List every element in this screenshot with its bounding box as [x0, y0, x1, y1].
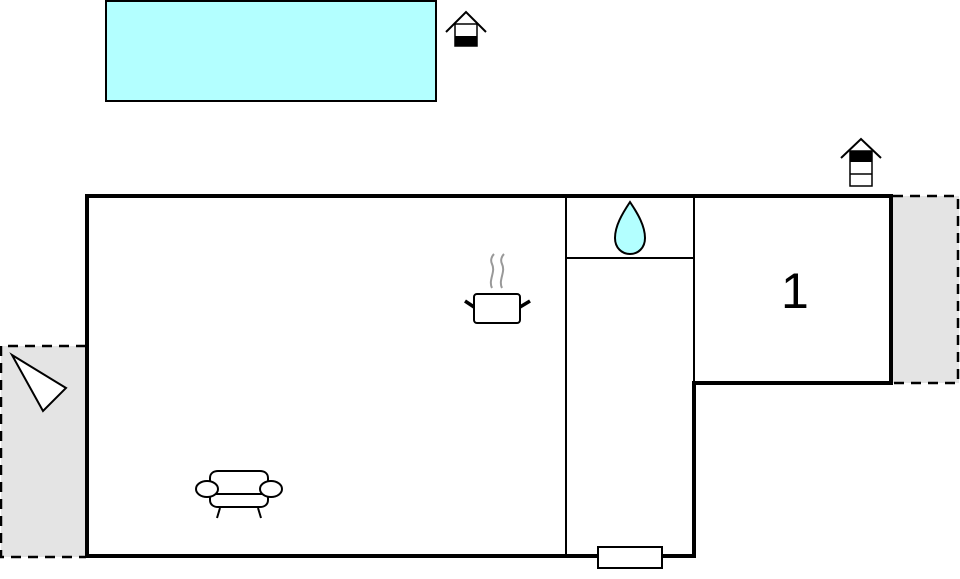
house-level-upper-icon	[840, 137, 882, 187]
entrance-door	[597, 546, 663, 569]
terrace-right	[893, 194, 960, 385]
house-level-ground-icon	[445, 10, 487, 47]
house-outer-walls	[85, 194, 893, 558]
kitchen-pot-icon	[464, 253, 531, 324]
water-drop-icon	[613, 200, 647, 256]
sun-lounger-icon	[9, 352, 68, 413]
sofa-icon	[195, 470, 283, 519]
bedroom-number-label: 1	[781, 263, 809, 319]
pool	[105, 0, 437, 102]
